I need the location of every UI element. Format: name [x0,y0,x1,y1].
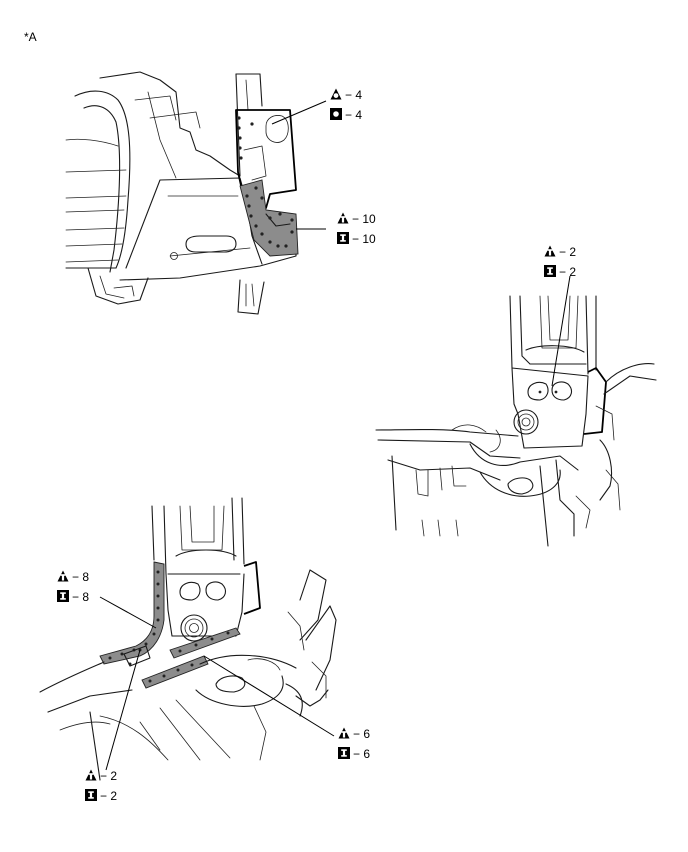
svg-text:− 10: − 10 [352,212,376,226]
figure-id: *A [24,30,37,44]
callout-square-10: − 10 [337,232,376,246]
circle-spot-weld-square-icon [330,108,342,120]
svg-text:− 6: − 6 [353,747,370,761]
svg-text:− 4: − 4 [345,88,362,102]
callout-right-square-2: − 2 [544,265,576,279]
callout-br-square-6: − 6 [338,747,370,761]
spot-weld-triangle-icon [57,570,69,582]
callout-triangle-10: − 10 [337,212,376,226]
svg-text:− 10: − 10 [352,232,376,246]
spot-weld-triangle-icon [85,769,97,781]
spot-weld-triangle-icon [544,245,556,257]
spot-weld-square-icon [337,232,349,244]
svg-text:− 4: − 4 [345,108,362,122]
spot-weld-square-icon [85,789,97,801]
svg-text:− 8: − 8 [72,590,89,604]
spot-weld-triangle-icon [338,727,350,739]
callout-bl-triangle-8: − 8 [57,570,89,584]
circle-spot-weld-triangle-icon [330,88,342,100]
callout-circle-square-4: − 4 [330,108,362,122]
spot-weld-square-icon [544,265,556,277]
spot-weld-triangle-icon [337,212,349,224]
top-view-drawing [65,71,327,315]
svg-text:− 2: − 2 [100,769,117,783]
callout-right-triangle-2: − 2 [544,245,576,259]
callout-br-triangle-6: − 6 [338,727,370,741]
svg-text:− 6: − 6 [353,727,370,741]
spot-weld-square-icon [338,747,350,759]
svg-text:− 2: − 2 [100,789,117,803]
callout-bll-triangle-2: − 2 [85,769,117,783]
callout-circle-triangle-4: − 4 [330,88,362,102]
svg-text:− 2: − 2 [559,245,576,259]
callout-bll-square-2: − 2 [85,789,117,803]
right-view-drawing [375,275,657,547]
svg-text:− 8: − 8 [72,570,89,584]
svg-text:− 2: − 2 [559,265,576,279]
callout-bl-square-8: − 8 [57,590,89,604]
spot-weld-square-icon [57,590,69,602]
bottom-view-drawing [39,497,337,781]
